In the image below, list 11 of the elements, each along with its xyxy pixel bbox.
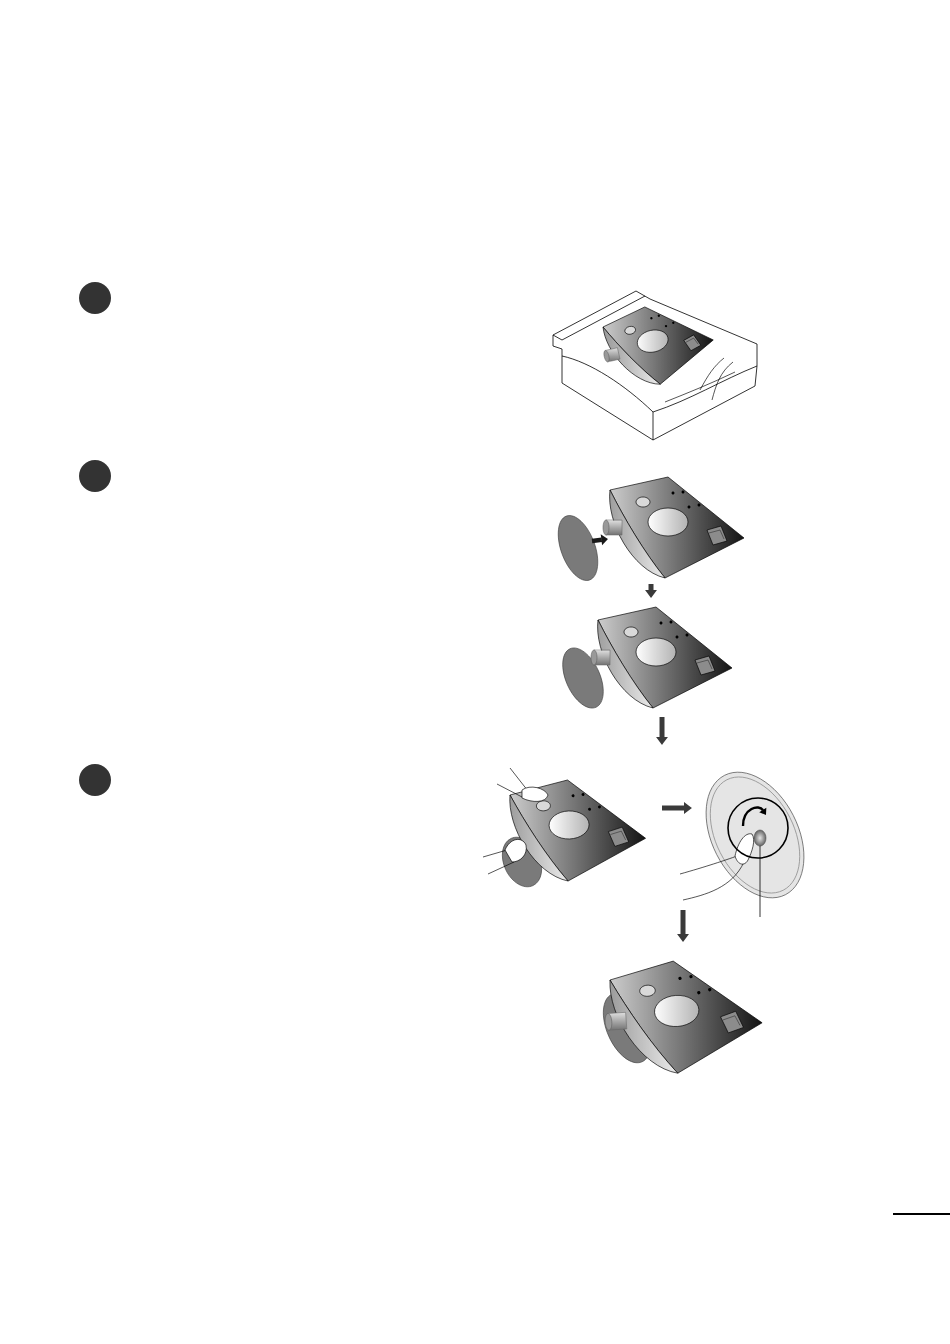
assembled-stand-illustration (603, 960, 763, 1074)
step-circle (79, 282, 111, 314)
leader-line (759, 845, 761, 918)
stand-and-base-illustration (557, 476, 745, 581)
base-underside-illustration (679, 771, 805, 901)
screw (753, 829, 767, 847)
hands-on-stand-illustration (482, 767, 646, 888)
attached-base-illustration (562, 606, 733, 709)
step-circle (79, 460, 111, 492)
step-circle (79, 764, 111, 796)
stand-in-box-illustration (552, 290, 758, 441)
